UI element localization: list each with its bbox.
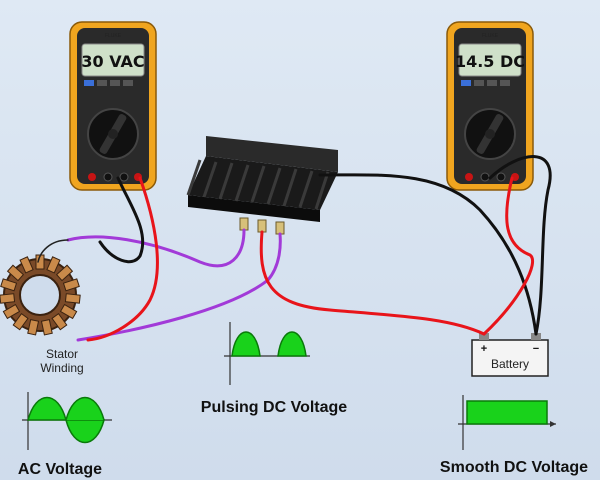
ac-wave-negative — [65, 419, 105, 444]
meter-right-reading: 14.5 DC — [455, 52, 525, 71]
meter-right-lcd — [458, 43, 522, 77]
regulator-terminal-1 — [239, 217, 249, 231]
smooth-dc-graph — [458, 395, 556, 450]
wire-stator-regulator-bottom — [76, 232, 282, 342]
regulator-terminal-2 — [257, 219, 267, 233]
smooth-dc-label: Smooth DC Voltage — [440, 459, 588, 476]
ac-voltage-graph — [22, 392, 112, 450]
battery-plus-label: + — [481, 343, 487, 355]
wire-stator-lead — [37, 239, 69, 263]
wire-regulator-battery-red — [259, 230, 486, 336]
regulator-rectifier — [186, 136, 338, 235]
meter-right-brand: FLUKE — [482, 33, 499, 39]
wire-right-meter-black — [488, 155, 552, 336]
wire-right-meter-red — [482, 176, 535, 336]
pulse-2 — [277, 331, 307, 357]
battery-label: Battery — [491, 357, 529, 371]
stator-winding — [0, 254, 81, 336]
meter-left-reading: 30 VAC — [81, 52, 144, 71]
smooth-dc-block — [466, 400, 548, 425]
wire-left-meter-red — [86, 176, 159, 342]
meter-left-lcd — [81, 43, 145, 77]
stator-label-line1: Stator — [46, 347, 78, 361]
pulsing-dc-label: Pulsing DC Voltage — [201, 399, 347, 416]
regulator-terminal-3 — [275, 221, 285, 235]
multimeter-left: FLUKE 30 VAC — [69, 21, 157, 191]
pulsing-dc-graph — [224, 322, 310, 385]
ac-wave-positive — [27, 396, 67, 421]
wire-regulator-battery-black — [318, 173, 538, 336]
ac-voltage-label: AC Voltage — [18, 461, 102, 478]
wires — [37, 155, 552, 342]
multimeter-right: FLUKE 14.5 DC — [446, 21, 534, 191]
battery-minus-label: − — [533, 343, 539, 355]
wire-left-meter-black — [98, 176, 145, 264]
battery: + − Battery — [471, 333, 549, 377]
meter-left-brand: FLUKE — [105, 33, 122, 39]
stator-label-line2: Winding — [40, 361, 83, 375]
wire-stator-regulator-top — [66, 228, 246, 268]
pulse-1 — [231, 331, 261, 357]
